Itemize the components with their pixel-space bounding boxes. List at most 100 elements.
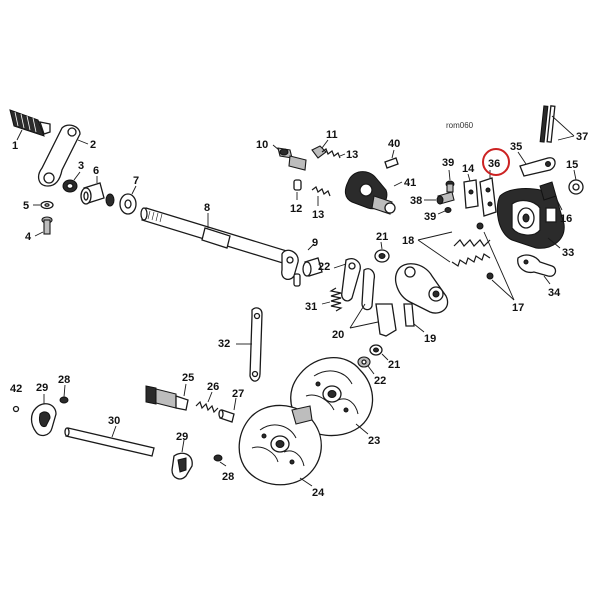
- callout-29-lower: 29: [176, 431, 188, 443]
- callout-19: 19: [424, 333, 436, 345]
- callout-5: 5: [23, 200, 29, 212]
- part-11-plunger: [288, 155, 307, 171]
- part-3-clamp: [62, 179, 78, 193]
- callout-22-upper: 22: [318, 261, 330, 273]
- part-20-pawl: [361, 268, 397, 337]
- part-9-pin: [293, 273, 301, 287]
- part-42-ball: [12, 405, 20, 413]
- part-36-detent-plate: [479, 177, 497, 217]
- part-2-shifter-lever: [37, 124, 81, 187]
- part-39-screw-upper: [445, 180, 455, 193]
- callout-12: 12: [290, 203, 302, 215]
- callout-32: 32: [218, 338, 230, 350]
- part-29-shift-fork-left: [30, 403, 57, 437]
- part-37-pins: [539, 105, 556, 143]
- callout-26: 26: [207, 381, 219, 393]
- part-18-spring-lower: [451, 253, 491, 267]
- part-32-linkage: [249, 307, 263, 382]
- callout-13-lower: 13: [312, 209, 324, 221]
- diagram-reference-code: rom060: [446, 121, 474, 130]
- part-27-plunger: [218, 409, 235, 423]
- callout-22-lower: 22: [374, 375, 386, 387]
- callout-11: 11: [326, 129, 338, 141]
- part-25-plug: [145, 385, 189, 411]
- callout-28-left: 28: [58, 374, 70, 386]
- callout-21-upper: 21: [376, 231, 388, 243]
- callout-35: 35: [510, 141, 522, 153]
- part-12-pin: [293, 179, 302, 191]
- part-22-pawl-upper: [341, 258, 361, 302]
- part-18-spring-upper: [453, 239, 491, 247]
- part-24-cam-plate: [238, 404, 322, 486]
- callout-29-left: 29: [36, 382, 48, 394]
- part-15-washer: [568, 179, 584, 195]
- part-33-housing: [496, 188, 565, 249]
- part-31-spring: [329, 287, 343, 312]
- part-41-cam-follower: [344, 171, 396, 215]
- callout-4: 4: [25, 231, 32, 243]
- part-14-bracket: [463, 179, 479, 209]
- callout-40: 40: [388, 138, 400, 150]
- part-39-screw-lower: [444, 207, 452, 213]
- part-26-spring: [195, 400, 219, 414]
- callout-28-lower: 28: [222, 471, 234, 483]
- callout-6: 6: [93, 165, 99, 177]
- part-7-washer: [119, 193, 137, 215]
- callout-1: 1: [12, 140, 18, 152]
- part-34-clip: [517, 254, 557, 277]
- part-30-fork-rod: [64, 427, 155, 457]
- part-17-ball-lower: [486, 272, 494, 280]
- callout-16: 16: [560, 213, 572, 225]
- part-40-pin: [384, 157, 399, 169]
- callout-21-lower: 21: [388, 359, 400, 371]
- part-29-shift-fork-lower: [171, 452, 193, 480]
- highlight-ring-part-36: [482, 148, 510, 176]
- callout-18: 18: [402, 235, 414, 247]
- callout-14: 14: [462, 163, 475, 175]
- part-1-shifter-rubber: [9, 109, 51, 137]
- part-6-bushing: [80, 182, 105, 205]
- callout-41: 41: [404, 177, 416, 189]
- callout-23: 23: [368, 435, 380, 447]
- part-21-washer-upper: [374, 249, 390, 263]
- callout-8: 8: [204, 202, 210, 214]
- part-21-washer-lower: [369, 344, 383, 356]
- part-5-washer: [40, 200, 54, 210]
- part-9-bushing: [302, 257, 323, 277]
- callout-37: 37: [576, 131, 588, 143]
- callout-42: 42: [10, 383, 22, 395]
- callout-20: 20: [332, 329, 344, 341]
- callout-9: 9: [312, 237, 318, 249]
- callout-10: 10: [256, 139, 268, 151]
- part-6-washer: [105, 193, 115, 207]
- part-28-screw-left: [59, 396, 69, 404]
- part-38-spacer: [436, 191, 455, 205]
- callout-39-lower: 39: [424, 211, 436, 223]
- part-13-spring-lower: [311, 186, 331, 197]
- part-10-screw: [277, 147, 293, 159]
- callout-34: 34: [548, 287, 561, 299]
- callout-15: 15: [566, 159, 578, 171]
- callout-17: 17: [512, 302, 524, 314]
- callout-3: 3: [78, 160, 84, 172]
- callout-27: 27: [232, 388, 244, 400]
- part-4-screw: [41, 216, 53, 235]
- part-17-ball-upper: [476, 222, 484, 230]
- part-13-spring-upper: [321, 148, 341, 159]
- callout-30: 30: [108, 415, 120, 427]
- callout-25: 25: [182, 372, 194, 384]
- callout-13-upper: 13: [346, 149, 358, 161]
- callout-39-upper: 39: [442, 157, 454, 169]
- callout-labels: 1 2 3 4 5 6 7 8 9 10 11 12 13 13 14 15 1…: [10, 129, 588, 499]
- part-22-pin-lower: [357, 356, 371, 368]
- callout-7: 7: [133, 175, 139, 187]
- part-19-shift-plate: [395, 263, 449, 327]
- part-28-screw-lower: [213, 454, 223, 462]
- callout-2: 2: [90, 139, 96, 151]
- part-35-detent-arm: [519, 157, 556, 177]
- callout-36: 36: [488, 158, 500, 170]
- part-11-pin: [311, 145, 327, 159]
- callout-31: 31: [305, 301, 317, 313]
- part-8-shift-shaft: [140, 207, 291, 265]
